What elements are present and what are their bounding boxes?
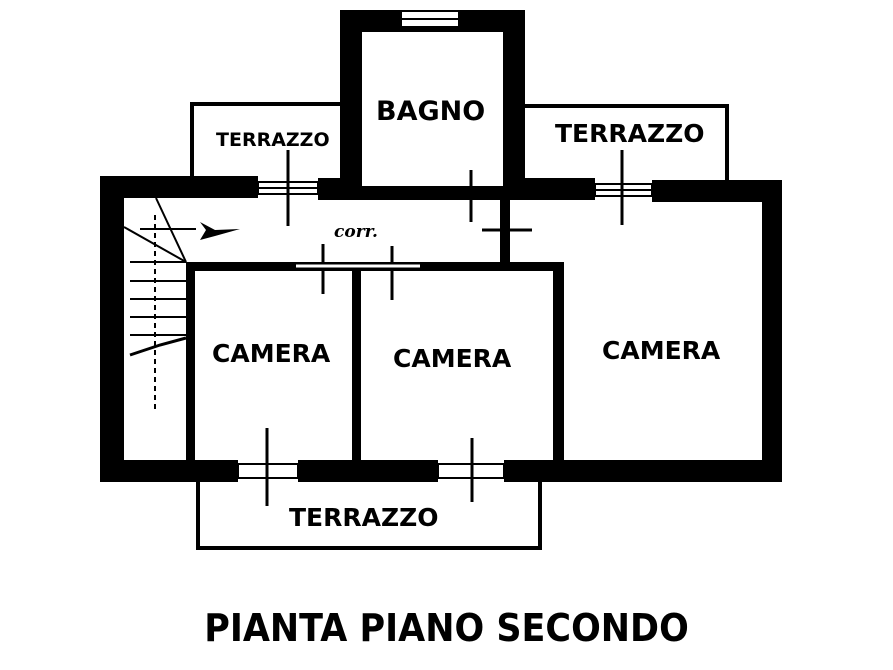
exterior-walls xyxy=(100,176,782,482)
interior-doors xyxy=(296,244,420,300)
terrazzo-bottom-outline xyxy=(196,482,542,550)
staircase xyxy=(123,197,196,410)
terrazzo-top-left-outline xyxy=(190,102,340,180)
room-label-terrazzo-bottom: TERRAZZO xyxy=(289,503,439,532)
room-label-corridor: corr. xyxy=(334,222,378,242)
room-label-camera-left: CAMERA xyxy=(212,339,331,368)
bagno-window xyxy=(402,12,458,26)
room-label-terrazzo-top-right: TERRAZZO xyxy=(555,119,705,148)
room-label-camera-right: CAMERA xyxy=(602,336,721,365)
room-label-terrazzo-top-left: TERRAZZO xyxy=(216,129,330,151)
plan-title: PIANTA PIANO SECONDO xyxy=(204,606,689,650)
room-label-camera-middle: CAMERA xyxy=(393,344,512,373)
windows xyxy=(237,150,656,506)
terrazzo-top-right-outline xyxy=(525,104,729,184)
room-label-bagno: BAGNO xyxy=(376,96,486,127)
arrow-icon xyxy=(200,222,240,240)
bagno-walls xyxy=(340,10,525,200)
